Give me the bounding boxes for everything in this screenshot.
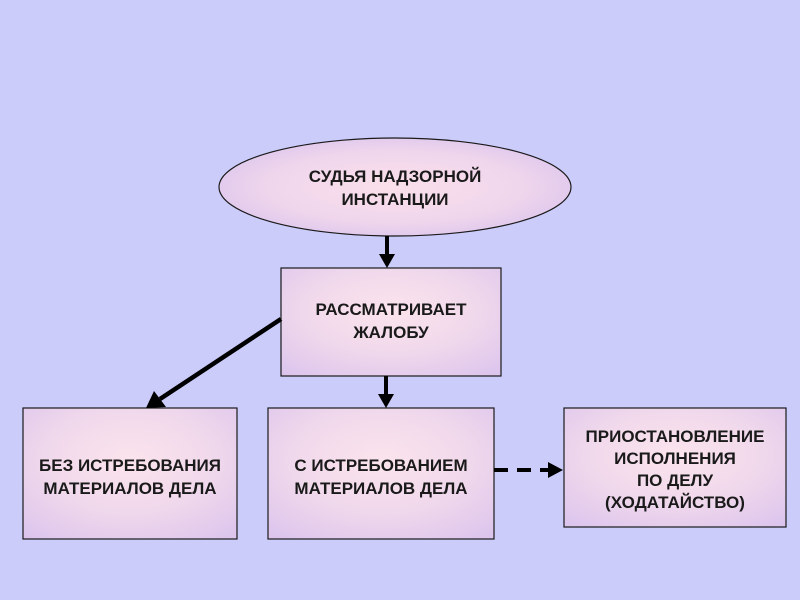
judge-label: СУДЬЯ НАДЗОРНОЙ ИНСТАНЦИИ xyxy=(308,167,482,209)
with-request-label: С ИСТРЕБОВАНИЕМ МАТЕРИАЛОВ ДЕЛА xyxy=(294,456,468,498)
judge-node xyxy=(218,137,572,237)
without-request-node xyxy=(22,407,238,540)
suspension-label: ПРИОСТАНОВЛЕНИЕ ИСПОЛНЕНИЯ ПО ДЕЛУ (ХОДА… xyxy=(585,427,765,512)
without-request-label: БЕЗ ИСТРЕБОВАНИЯ МАТЕРИАЛОВ ДЕЛА xyxy=(39,456,221,498)
arrow-review-to-with xyxy=(378,376,394,408)
suspension-node xyxy=(563,407,787,528)
review-node xyxy=(280,267,502,377)
arrow-judge-to-review xyxy=(379,236,395,268)
review-label: РАССМАТРИВАЕТ ЖАЛОБУ xyxy=(315,300,467,342)
arrow-review-to-without xyxy=(146,317,283,408)
with-request-node xyxy=(267,407,495,540)
arrow-with-to-suspension xyxy=(494,462,563,478)
